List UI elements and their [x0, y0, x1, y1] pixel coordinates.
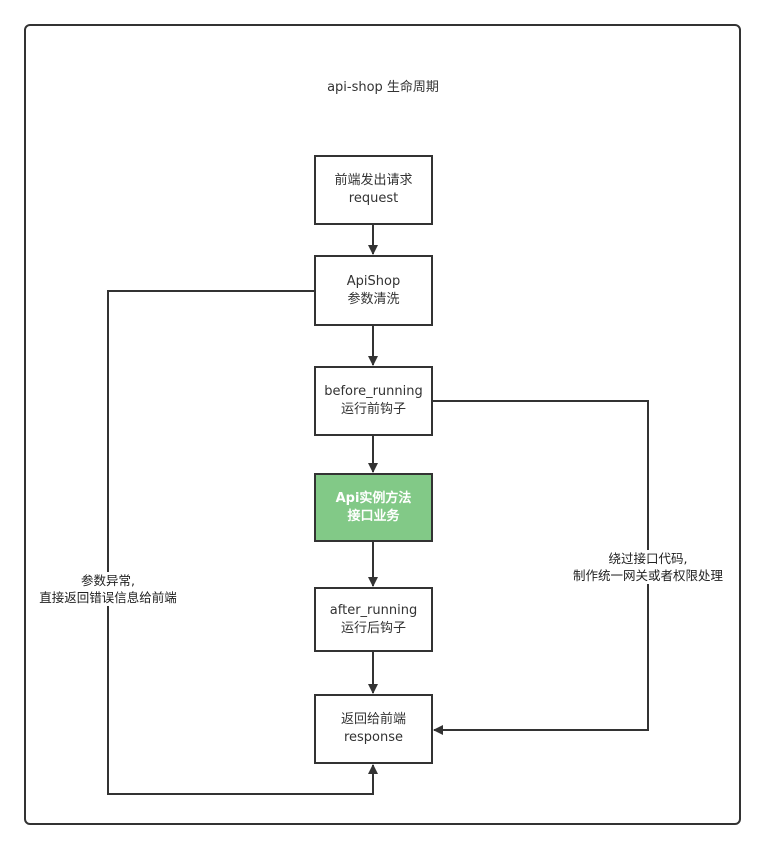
edge-label-bypass: 绕过接口代码, 制作统一网关或者权限处理: [566, 550, 730, 584]
node-response-line2: response: [343, 730, 404, 745]
node-before-line2: 运行前钩子: [340, 402, 406, 417]
node-apishop-line2: 参数清洗: [347, 291, 400, 307]
edge-apishop-to-response-error: [107, 290, 378, 795]
diagram-title: api-shop 生命周期: [327, 80, 439, 95]
node-apishop-line1: ApiShop: [346, 273, 401, 289]
edge-label-bypass-line2: 制作统一网关或者权限处理: [572, 568, 723, 583]
node-after-line1: after_running: [329, 602, 418, 618]
node-response-line1: 返回给前端: [340, 712, 406, 727]
node-before-running: before_running 运行前钩子: [314, 366, 433, 436]
diagram-frame: [24, 24, 741, 825]
edge-label-param-error-line1: 参数异常,: [81, 573, 135, 588]
node-request-line1: 前端发出请求: [334, 173, 413, 188]
node-business: Api实例方法 接口业务: [314, 473, 433, 542]
node-before-line1: before_running: [324, 384, 423, 399]
node-after-line2: 运行后钩子: [340, 620, 406, 636]
edge-label-bypass-line1: 绕过接口代码,: [608, 551, 688, 566]
node-request-line2: request: [348, 191, 399, 206]
node-business-line1: Api实例方法: [335, 490, 412, 506]
node-request: 前端发出请求 request: [314, 155, 433, 225]
node-apishop: ApiShop 参数清洗: [314, 255, 433, 326]
node-response: 返回给前端 response: [314, 694, 433, 764]
node-business-line2: 接口业务: [347, 508, 400, 524]
node-after-running: after_running 运行后钩子: [314, 587, 433, 652]
edge-label-param-error: 参数异常, 直接返回错误信息给前端: [36, 572, 180, 606]
edge-label-param-error-line2: 直接返回错误信息给前端: [39, 590, 177, 605]
